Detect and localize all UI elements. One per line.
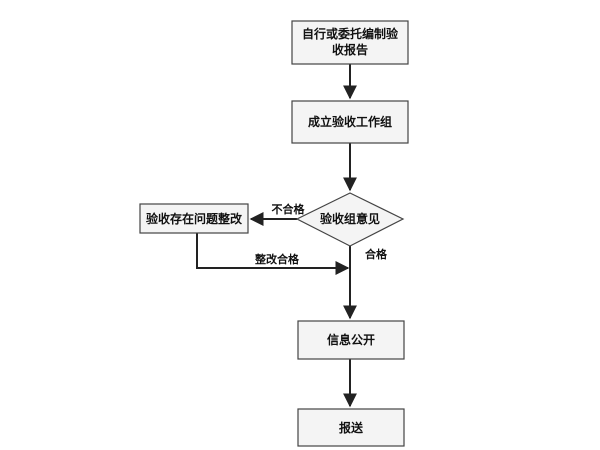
node-disclose (297, 320, 405, 360)
edge-label-pass: 合格 (365, 247, 388, 261)
node-disclose-label: 信息公开 (327, 332, 375, 347)
node-decision-label: 验收组意见 (320, 211, 380, 226)
node-submit-label: 报送 (339, 420, 364, 435)
node-report-label-line2: 收报告 (332, 42, 368, 57)
node-submit (297, 408, 405, 447)
node-decision (295, 192, 405, 247)
node-rectify (139, 203, 249, 234)
node-rectify-label: 验收存在问题整改 (146, 211, 243, 226)
node-report (291, 20, 409, 65)
node-report-label-line1: 自行或委托编制验 (302, 26, 399, 41)
node-team-label: 成立验收工作组 (308, 114, 392, 129)
node-team (291, 100, 409, 144)
arrow-rectify-return (196, 233, 350, 275)
edge-label-rectified: 整改合格 (254, 252, 300, 266)
edge-label-fail: 不合格 (272, 202, 306, 216)
